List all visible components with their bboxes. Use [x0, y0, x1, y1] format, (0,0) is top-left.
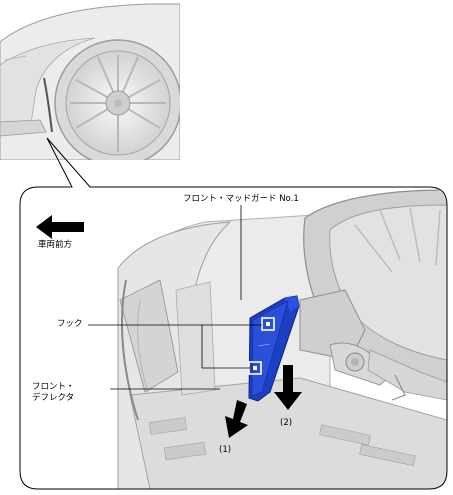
- step-2-label: (2): [280, 418, 293, 428]
- front-deflector-label-line2: デフレクタ: [32, 393, 75, 403]
- removal-arrow-1: [225, 400, 248, 438]
- hook-label: フック: [57, 319, 83, 329]
- callout-frame: [19, 137, 448, 490]
- arrow-left-icon: [36, 215, 84, 239]
- removal-arrow-2: [274, 365, 302, 410]
- leader-lines: [88, 205, 262, 390]
- front-deflector-label-line1: フロント・: [32, 382, 75, 392]
- detail-illustration: [117, 189, 447, 489]
- step-1-label: (1): [219, 445, 232, 455]
- part-name-label: フロント・マッドガード No.1: [183, 194, 299, 204]
- front-deflector-label: フロント・ デフレクタ: [32, 382, 75, 404]
- arrow-down-icon: [225, 365, 302, 438]
- detail-view: [19, 137, 448, 490]
- vehicle-front-label: 車両前方: [38, 240, 73, 250]
- hook-upper-marker: [261, 317, 275, 331]
- overview-car-illustration: [0, 3, 180, 160]
